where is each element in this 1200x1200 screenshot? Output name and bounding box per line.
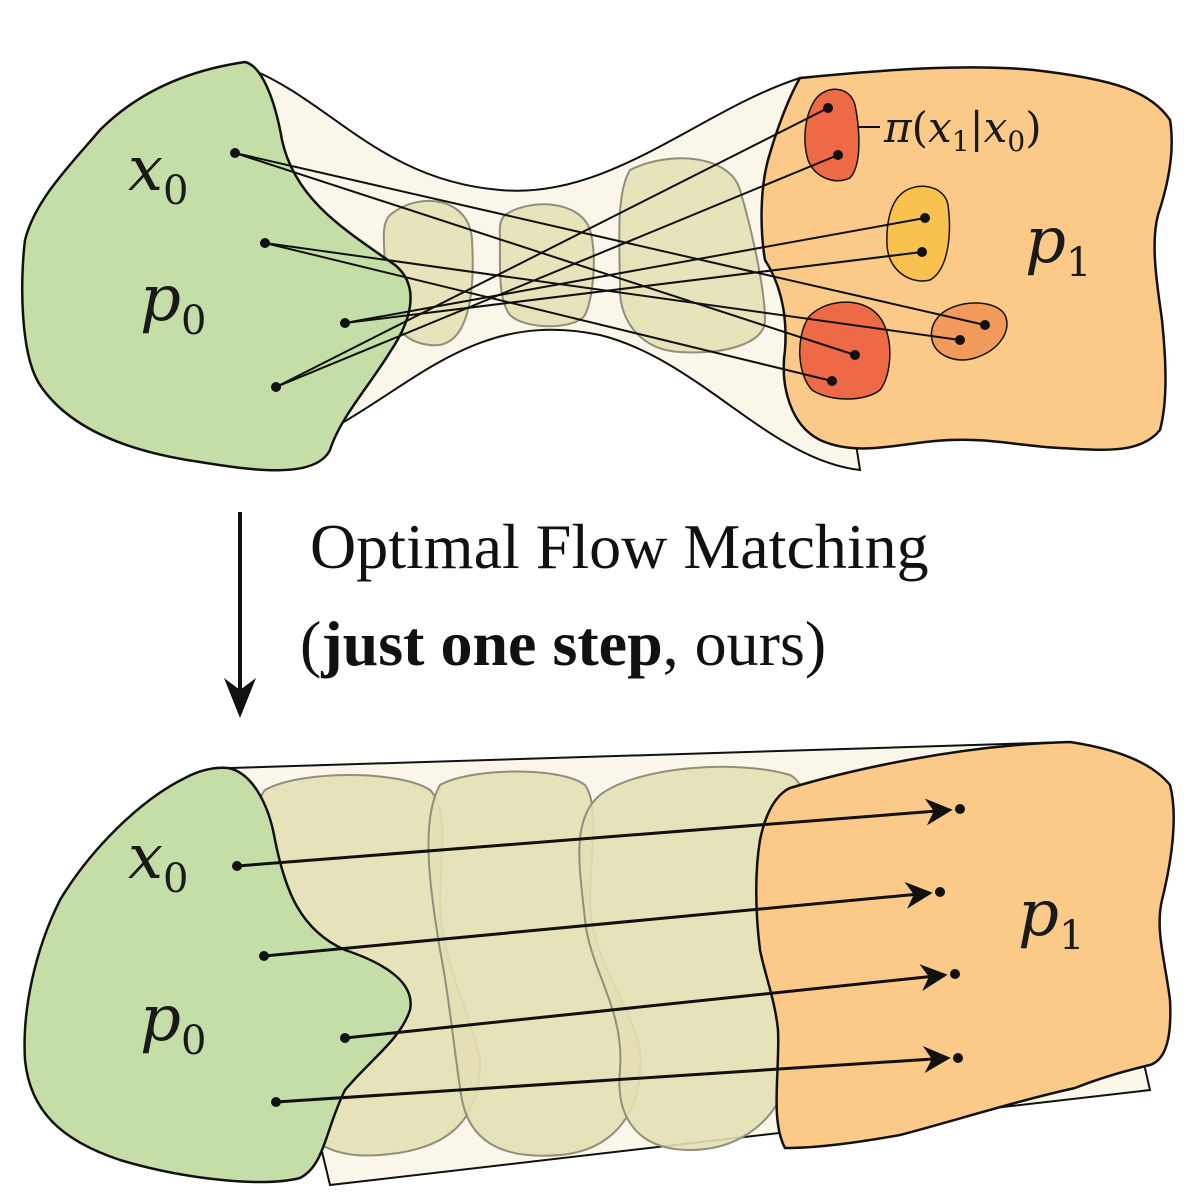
top-target-point: [920, 213, 930, 223]
coupling-pi: π: [883, 103, 913, 152]
bottom-target-point: [935, 887, 945, 897]
top-target-point: [850, 350, 860, 360]
top-p0-label: p0: [140, 262, 206, 344]
coupling-x1-base: x: [928, 103, 952, 152]
bottom-transport-arrow: [236, 798, 953, 868]
bottom-p1-base: p: [1018, 877, 1059, 951]
bottom-straight-transport-maps: [236, 798, 953, 1104]
top-stochastic-couplings: [234, 107, 986, 388]
bottom-p1-label: p1: [1018, 877, 1084, 959]
top-coupling-line: [234, 152, 856, 356]
bottom-source-point: [340, 1033, 350, 1043]
top-target-cluster-red-bottom: [799, 301, 891, 400]
bottom-points: [232, 804, 965, 1107]
bottom-transport-arrow: [263, 881, 933, 958]
p0-base: p: [140, 262, 181, 336]
bottom-intermediate-blob-3: [578, 765, 807, 1152]
transition-arrow: [224, 512, 256, 718]
top-target-point: [823, 103, 833, 113]
caption-open-paren: (: [300, 608, 321, 679]
bottom-p0-sub: 0: [181, 1018, 206, 1064]
top-coupling-line: [344, 251, 923, 324]
top-points: [230, 103, 990, 392]
bottom-p1-sub: 1: [1059, 913, 1084, 959]
top-x0-label: x0: [128, 132, 188, 214]
caption-bold: just one step: [320, 608, 662, 679]
top-source-point: [230, 148, 240, 158]
coupling-x1-sub: 1: [952, 125, 970, 158]
bottom-target-point: [955, 804, 965, 814]
top-target-cluster-yellow: [886, 185, 951, 282]
bottom-target-point: [953, 1053, 963, 1063]
top-target-point: [955, 335, 965, 345]
top-coupling-line: [264, 242, 961, 341]
x0-base: x: [128, 132, 163, 205]
top-coupling-line: [344, 217, 926, 324]
p1-base: p: [1025, 204, 1066, 278]
caption-rest: , ours): [663, 608, 827, 679]
arrow-down-head: [224, 678, 256, 718]
coupling-x0-base: x: [984, 103, 1008, 152]
top-target-point: [917, 247, 927, 257]
top-source-point: [340, 318, 350, 328]
top-coupling-line: [264, 242, 833, 382]
bottom-transport-arrow: [275, 1046, 951, 1104]
top-source-distribution-p0: [20, 60, 412, 472]
top-coupling-line: [234, 152, 986, 326]
bottom-source-point: [232, 861, 242, 871]
coupling-bar: |: [970, 103, 984, 152]
bottom-p0-label: p0: [140, 982, 206, 1064]
top-target-point: [980, 320, 990, 330]
bottom-x0-sub: 0: [163, 856, 188, 902]
coupling-x0-sub: 0: [1007, 125, 1025, 158]
bottom-target-point: [950, 969, 960, 979]
x0-sub: 0: [163, 168, 188, 214]
coupling-label: π(x1|x0): [883, 103, 1042, 158]
bottom-p0-base: p: [140, 982, 181, 1056]
bottom-source-point: [271, 1097, 281, 1107]
bottom-transport-arrow: [344, 964, 948, 1040]
coupling-close: ): [1025, 103, 1041, 152]
coupling-open: (: [912, 103, 928, 152]
top-target-point: [833, 150, 843, 160]
bottom-target-distribution-p1: [755, 740, 1175, 1150]
top-p1-label: p1: [1025, 204, 1091, 286]
p1-sub: 1: [1066, 240, 1091, 286]
caption-line-1: Optimal Flow Matching: [310, 511, 929, 582]
top-coupling-line: [275, 154, 839, 388]
bottom-x0-base: x: [128, 820, 163, 893]
bottom-x0-label: x0: [128, 820, 188, 902]
bottom-source-distribution-p0: [23, 766, 412, 1184]
p0-sub: 0: [181, 298, 206, 344]
caption-line-2: (just one step, ours): [300, 608, 826, 679]
top-target-cluster-red-top: [804, 88, 860, 182]
top-diagram: x0 p0 p1 π(x1|x0): [20, 60, 1173, 472]
bottom-diagram: x0 p0 p1: [23, 740, 1175, 1187]
top-source-point: [260, 238, 270, 248]
top-target-point: [827, 376, 837, 386]
top-coupling-line: [275, 107, 829, 388]
top-source-point: [271, 382, 281, 392]
bottom-source-point: [259, 951, 269, 961]
